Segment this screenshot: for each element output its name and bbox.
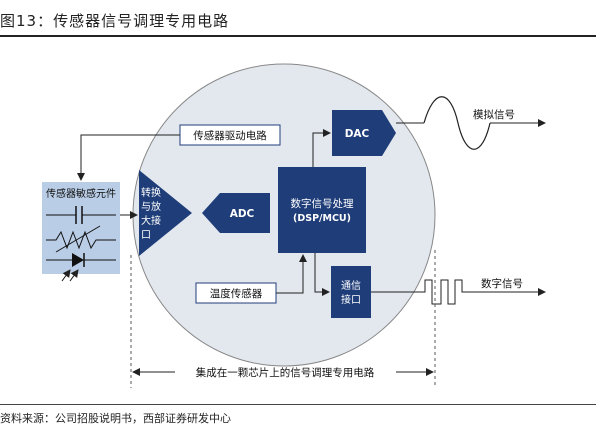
dac-block	[332, 110, 396, 156]
figure-title: 图13：传感器信号调理专用电路	[0, 12, 230, 30]
sensor-drive-label: 传感器驱动电路	[193, 129, 267, 142]
comm-interface-block	[331, 266, 371, 318]
temp-sensor-label: 温度传感器	[210, 287, 263, 300]
digital-pulse-wave	[371, 279, 470, 305]
amplifier-label-3: 大接	[141, 214, 161, 227]
bottom-divider	[0, 404, 596, 405]
sensor-element-label: 传感器敏感元件	[46, 187, 116, 200]
top-divider	[0, 35, 596, 37]
amplifier-label-1: 转换	[141, 186, 161, 199]
analog-signal-label: 模拟信号	[473, 108, 515, 121]
drive-to-sensor-line	[77, 134, 180, 181]
analog-sine-wave	[423, 96, 491, 150]
dac-label: DAC	[345, 128, 370, 140]
temp-to-dsp-line	[276, 254, 307, 294]
dsp-label-1: 数字信号处理	[291, 197, 354, 210]
sensor-element-block: 传感器敏感元件	[42, 182, 120, 282]
chip-caption: 集成在一颗芯片上的信号调理专用电路	[196, 366, 375, 379]
adc-block	[202, 193, 270, 233]
comm-label-1: 通信	[341, 280, 361, 292]
amplifier-label-2: 与放	[141, 200, 161, 213]
source-note: 资料来源：公司招股说明书，西部证券研发中心	[0, 412, 231, 425]
dsp-to-dac-line	[312, 129, 331, 167]
amplifier-label-4: 口	[141, 230, 151, 241]
dsp-to-comm-line	[314, 253, 330, 296]
amplifier-triangle	[139, 170, 192, 256]
comm-label-2: 接口	[341, 293, 361, 306]
adc-label: ADC	[230, 208, 255, 220]
digital-signal-label: 数字信号	[481, 277, 523, 290]
dsp-label-2: (DSP/MCU)	[293, 213, 351, 224]
dsp-block	[278, 167, 366, 253]
